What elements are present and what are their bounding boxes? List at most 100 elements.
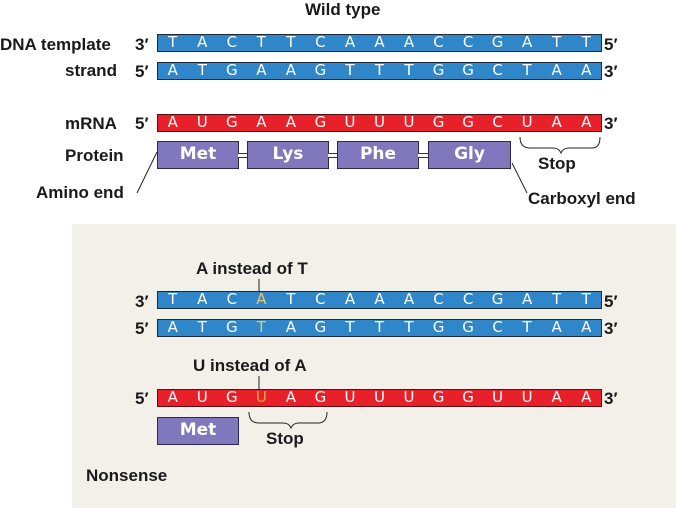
- base: A: [167, 113, 178, 131]
- base: G: [314, 113, 327, 131]
- wt-template-right-end: 5′: [604, 35, 618, 54]
- base: T: [345, 318, 355, 336]
- base: A: [581, 388, 592, 406]
- base: A: [344, 33, 356, 51]
- base: A: [197, 33, 208, 51]
- base: A: [403, 33, 415, 51]
- protein-label: Protein: [65, 146, 124, 165]
- base: C: [226, 33, 238, 51]
- base: T: [256, 33, 266, 51]
- wt-mrna-left-end: 5′: [135, 114, 149, 133]
- base: C: [226, 290, 238, 308]
- base: U: [196, 388, 208, 406]
- base: A: [581, 61, 592, 79]
- base: U: [373, 388, 385, 406]
- base: C: [462, 290, 474, 308]
- amino-acid-lys: Lys: [247, 141, 329, 169]
- mrna-label: mRNA: [65, 114, 117, 133]
- mut-mrna-right-end: 3′: [604, 389, 618, 408]
- amino-end-label: Amino end: [36, 183, 124, 202]
- amino-acid-gly: Gly: [428, 141, 511, 169]
- base: A: [285, 318, 297, 336]
- base: U: [373, 113, 385, 131]
- base: A: [285, 113, 297, 131]
- base: G: [314, 388, 327, 406]
- base: C: [315, 33, 326, 51]
- base: G: [432, 61, 445, 79]
- base: T: [286, 33, 296, 51]
- wt-stop-brace: [519, 136, 601, 155]
- base: U: [521, 113, 533, 131]
- base: G: [226, 61, 238, 79]
- mut-template-right-end: 5′: [604, 292, 618, 311]
- mrna-mutation-annotation: U instead of A: [193, 356, 307, 375]
- base: A: [551, 61, 562, 79]
- base: A: [551, 388, 562, 406]
- mutated-base: A: [256, 290, 267, 308]
- base: C: [492, 318, 503, 336]
- peptide-bond: [238, 153, 248, 158]
- mut-mrna-left-end: 5′: [135, 389, 149, 408]
- base: U: [403, 113, 415, 131]
- base: G: [314, 61, 327, 79]
- base: A: [256, 113, 267, 131]
- base: T: [345, 61, 355, 79]
- base: A: [403, 290, 415, 308]
- amino-acid-met: Met: [157, 141, 239, 169]
- base: A: [285, 61, 297, 79]
- base: A: [551, 113, 562, 131]
- base: G: [226, 318, 238, 336]
- base: U: [521, 388, 533, 406]
- base: C: [433, 33, 444, 51]
- base: G: [432, 113, 445, 131]
- wild-type-title: Wild type: [305, 0, 381, 19]
- base: A: [522, 33, 533, 51]
- base: A: [374, 33, 385, 51]
- mut-coding-right-end: 3′: [604, 319, 618, 338]
- base: A: [581, 318, 592, 336]
- base: T: [197, 61, 207, 79]
- base: A: [344, 290, 356, 308]
- mutated-base: U: [255, 388, 267, 406]
- base: C: [462, 33, 474, 51]
- base: A: [256, 61, 267, 79]
- nonsense-mutation-panel: [72, 224, 676, 508]
- base: T: [286, 290, 296, 308]
- base: G: [462, 61, 474, 79]
- base: G: [462, 388, 474, 406]
- base: C: [492, 113, 503, 131]
- carboxyl-end-label: Carboxyl end: [528, 189, 636, 208]
- base: T: [374, 318, 385, 336]
- base: C: [492, 61, 503, 79]
- base: A: [522, 290, 533, 308]
- carboxyl-end-pointer-line: [511, 162, 528, 194]
- mut-stop-brace: [248, 411, 328, 430]
- base: A: [167, 61, 178, 79]
- base: A: [167, 318, 178, 336]
- mutated-base: T: [256, 318, 266, 336]
- base: A: [197, 290, 208, 308]
- wt-coding-right-end: 3′: [604, 62, 618, 81]
- base: G: [226, 388, 238, 406]
- base: A: [374, 290, 385, 308]
- amino-acid-phe: Phe: [337, 141, 419, 169]
- base: U: [344, 388, 356, 406]
- base: T: [581, 290, 591, 308]
- base: T: [404, 318, 414, 336]
- mutation-type-label: Nonsense: [86, 466, 168, 485]
- base: G: [491, 290, 504, 308]
- base: T: [197, 318, 207, 336]
- peptide-bond: [328, 153, 338, 158]
- base: G: [432, 318, 445, 336]
- dna-mutation-annotation: A instead of T: [196, 259, 308, 278]
- base: T: [522, 61, 532, 79]
- peptide-bond: [418, 153, 429, 158]
- dna-template-label: DNA template: [0, 35, 111, 54]
- mut-stop-label: Stop: [266, 429, 304, 448]
- base: G: [314, 318, 327, 336]
